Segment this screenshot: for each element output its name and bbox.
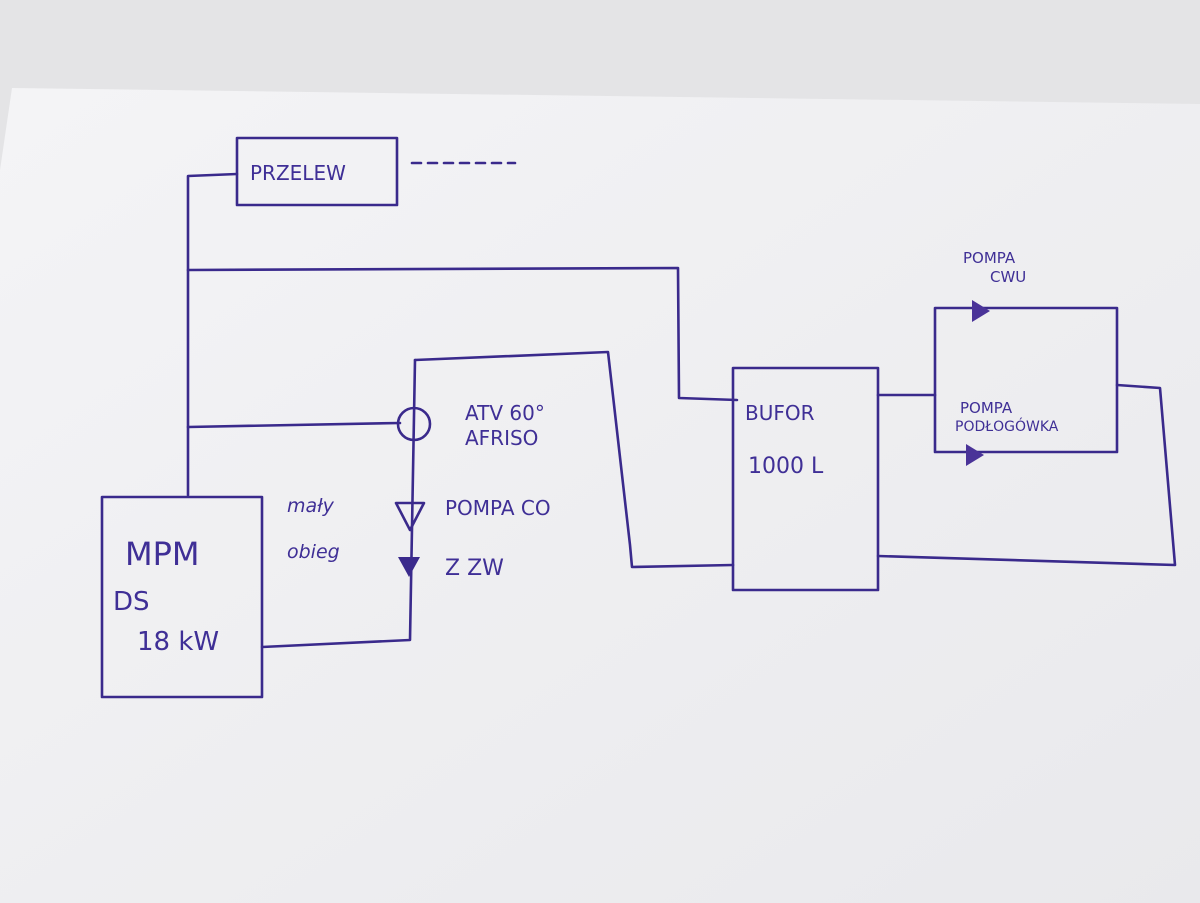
paper-sheet bbox=[0, 88, 1200, 903]
boiler-label-1: MPM bbox=[125, 535, 200, 573]
overflow-pipe bbox=[186, 172, 239, 497]
valve-label-2: AFRISO bbox=[465, 426, 538, 450]
small-loop-label-2: obieg bbox=[287, 541, 340, 563]
small-loop-label-1: mały bbox=[287, 495, 335, 517]
pump-floor-icon bbox=[966, 444, 984, 466]
pump-floor-label-2: PODŁOGÓWKA bbox=[955, 417, 1059, 435]
pump-floor-label-1: POMPA bbox=[960, 399, 1013, 417]
check-valve-icon bbox=[398, 557, 420, 577]
pump-co-label: POMPA CO bbox=[445, 496, 551, 520]
check-valve-label: Z ZW bbox=[445, 556, 504, 581]
boiler-box bbox=[100, 495, 264, 699]
pump-co-icon bbox=[394, 501, 426, 532]
boiler-label-3: 18 kW bbox=[137, 627, 219, 657]
floor-loop-pipe bbox=[876, 383, 1177, 567]
buffer-box bbox=[731, 366, 880, 592]
overflow-box bbox=[235, 136, 399, 207]
pump-cwu-icon bbox=[972, 300, 990, 322]
pump-cwu-label-2: CWU bbox=[990, 268, 1026, 286]
buffer-label-2: 1000 L bbox=[748, 454, 824, 479]
boiler-label-2: DS bbox=[113, 587, 150, 617]
valve-feed-pipe bbox=[186, 421, 402, 429]
cwu-loop bbox=[933, 306, 1119, 454]
return-pipe bbox=[260, 358, 417, 649]
overflow-label: PRZELEW bbox=[250, 161, 346, 185]
supply-pipe bbox=[186, 266, 739, 402]
buffer-label-1: BUFOR bbox=[745, 401, 815, 425]
pump-cwu-label-1: POMPA bbox=[963, 249, 1016, 267]
valve-label-1: ATV 60° bbox=[465, 401, 545, 425]
small-loop-pipe bbox=[413, 350, 735, 569]
